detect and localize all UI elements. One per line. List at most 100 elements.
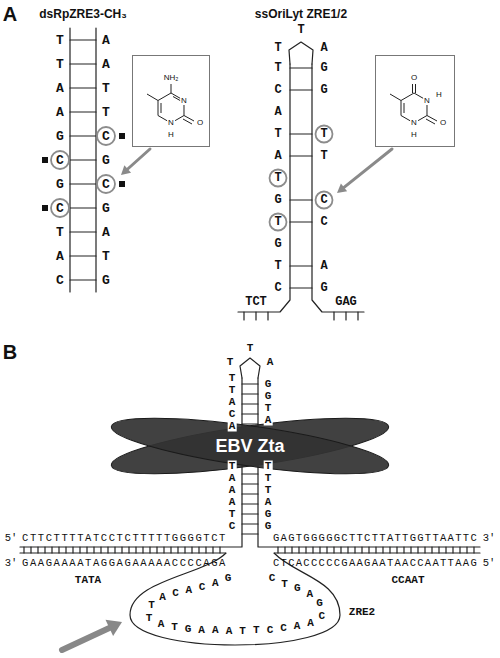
atom-label: N <box>167 119 175 127</box>
base-letter: A <box>228 397 237 408</box>
base-pair-rung <box>242 393 258 394</box>
base-letter: G <box>225 573 232 584</box>
base-letter: A <box>274 150 281 162</box>
base-letter: G <box>56 178 64 191</box>
base-letter: C <box>228 409 237 420</box>
base-pair-rung <box>242 533 258 534</box>
base-letter: A <box>102 226 110 239</box>
base-pair-rung <box>58 547 59 553</box>
strand-tick <box>243 312 244 320</box>
base-pair-rung <box>290 199 312 200</box>
base-letter: T <box>56 58 64 71</box>
base-letter: A <box>267 357 274 368</box>
base-letter: A <box>159 592 166 603</box>
base-pair-rung <box>177 547 178 553</box>
base-letter: C <box>172 587 179 598</box>
base-letter: A <box>320 42 327 54</box>
strand-backbone <box>312 64 364 312</box>
base-pair-rung <box>340 547 341 553</box>
base-letter: C <box>102 178 110 191</box>
base-letter: T <box>228 509 237 520</box>
base-pair-rung <box>290 133 312 134</box>
base-pair-rung <box>198 547 199 553</box>
base-letter: G <box>185 623 192 634</box>
strand-sequence: GAAGAAAATAGGAGAAAAACCCCAGA <box>22 558 227 569</box>
strand-end: 3' <box>483 533 496 544</box>
base-pair-rung <box>163 547 164 553</box>
base-pair-rung <box>403 547 404 553</box>
strand-backbone <box>20 552 226 553</box>
strand-end: 3' <box>5 558 18 569</box>
base-letter: C <box>267 624 274 635</box>
base-pair-rung <box>70 255 96 256</box>
base-pair-rung <box>65 547 66 553</box>
base-letter: A <box>294 621 301 632</box>
base-pair-rung <box>23 547 24 553</box>
base-letter: A <box>264 415 273 426</box>
base-letter: A <box>228 421 237 432</box>
base-pair-rung <box>128 547 129 553</box>
base-letter: G <box>274 238 281 250</box>
base-pair-rung <box>184 547 185 553</box>
pointer-arrow <box>344 149 392 187</box>
base-pair-rung <box>44 547 45 553</box>
methyl-square <box>42 157 48 163</box>
base-letter: T <box>274 172 281 184</box>
base-letter: A <box>307 588 314 599</box>
base-pair-rung <box>298 547 299 553</box>
base-letter: T <box>247 343 254 354</box>
base-letter: A <box>212 625 219 636</box>
base-pair-rung <box>79 547 80 553</box>
atom-label: H <box>410 131 418 139</box>
base-letter: A <box>228 497 237 508</box>
base-letter: T <box>274 128 281 140</box>
base-pair-rung <box>410 547 411 553</box>
base-letter: T <box>320 150 327 162</box>
base-pair-rung <box>242 523 258 524</box>
base-pair-rung <box>70 135 96 136</box>
base-pair-rung <box>459 547 460 553</box>
base-letter: A <box>158 618 165 629</box>
base-letter: G <box>102 274 110 287</box>
strand-sequence: CTCACCCCCGAAGAATAACCAATTAAG <box>273 558 478 569</box>
strand-backbone <box>274 552 480 553</box>
base-letter: C <box>228 521 237 532</box>
atom-label: O <box>196 119 204 127</box>
base-letter: G <box>264 391 273 402</box>
base-letter: C <box>274 84 281 96</box>
base-pair-rung <box>389 547 390 553</box>
base-pair-rung <box>191 547 192 553</box>
base-letter: G <box>320 282 327 294</box>
base-letter: T <box>146 612 153 623</box>
cytosine-inset: NH₂NNHO <box>132 55 210 147</box>
atom-label: NH₂ <box>163 74 180 82</box>
base-letter: T <box>239 625 246 636</box>
base-letter: T <box>102 82 110 95</box>
base-letter: C <box>56 274 64 287</box>
methyl-mark-circle <box>316 192 333 209</box>
atom-label: N <box>423 97 431 105</box>
base-letter: T <box>274 216 281 228</box>
base-pair-rung <box>290 287 312 288</box>
base-pair-rung <box>242 403 258 404</box>
panel-title: dsRpZRE3-CH₃ <box>39 8 127 20</box>
atom-label: O <box>439 119 447 127</box>
base-pair-rung <box>333 547 334 553</box>
pointer-arrowhead <box>337 183 347 193</box>
base-pair-rung <box>219 547 220 553</box>
base-pair-rung <box>347 547 348 553</box>
base-pair-rung <box>305 547 306 553</box>
base-pair-rung <box>284 547 285 553</box>
base-letter: C <box>56 154 64 167</box>
base-letter: C <box>274 282 281 294</box>
base-letter: T <box>56 226 64 239</box>
strand-sequence: CTTCTTTTATCCTCTTTTTGGGGTCT <box>22 533 227 544</box>
base-pair-rung <box>445 547 446 553</box>
base-pair-rung <box>382 547 383 553</box>
atom-label: H <box>167 131 175 139</box>
base-pair-rung <box>290 155 312 156</box>
base-letter: T <box>281 578 288 589</box>
base-pair-rung <box>290 221 312 222</box>
base-letter: A <box>102 34 110 47</box>
base-letter: T <box>228 461 237 472</box>
